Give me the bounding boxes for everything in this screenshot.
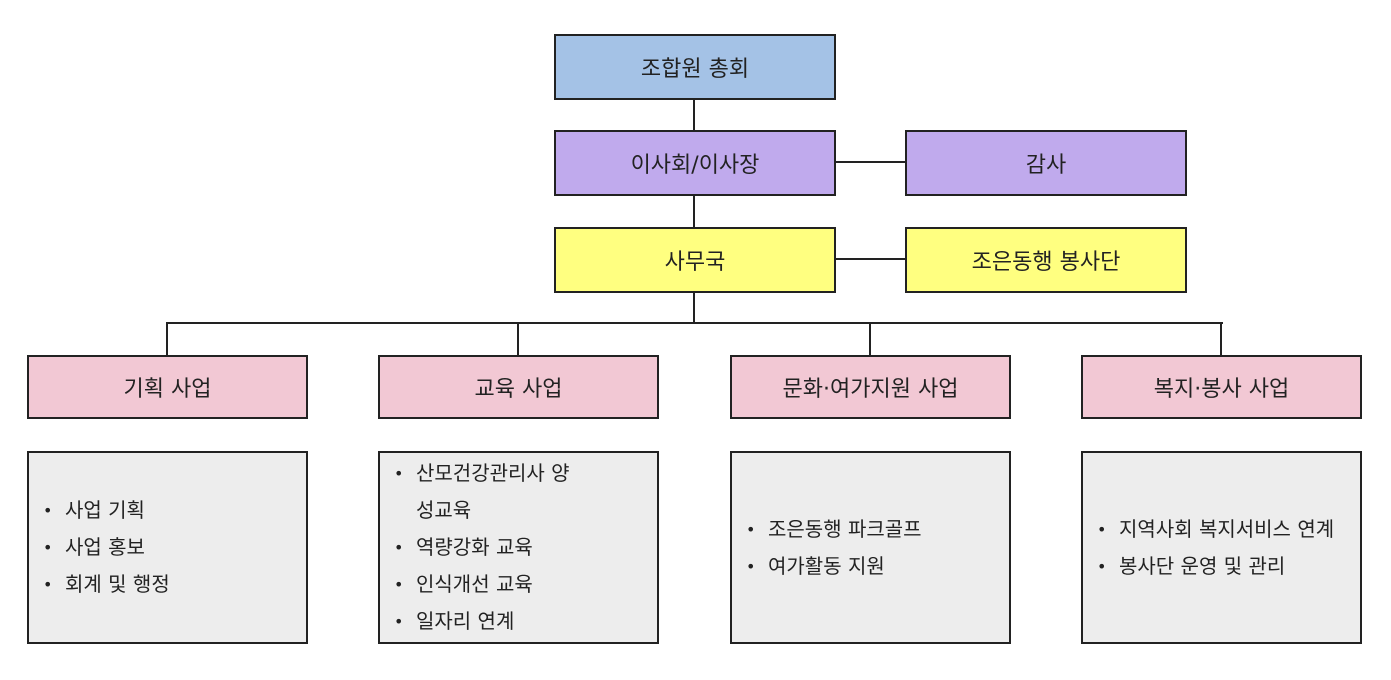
welfare-details: 지역사회 복지서비스 연계 봉사단 운영 및 관리 bbox=[1081, 451, 1362, 644]
connector bbox=[166, 322, 168, 355]
list-item: 회계 및 행정 bbox=[43, 566, 170, 603]
connector bbox=[1220, 322, 1222, 355]
education-details: 산모건강관리사 양성교육 역량강화 교육 인식개선 교육 일자리 연계 bbox=[378, 451, 659, 644]
department-planning: 기획 사업 bbox=[27, 355, 308, 419]
board-box: 이사회/이사장 bbox=[554, 130, 836, 196]
volunteer-box: 조은동행 봉사단 bbox=[905, 227, 1187, 293]
planning-details: 사업 기획 사업 홍보 회계 및 행정 bbox=[27, 451, 308, 644]
department-welfare: 복지·봉사 사업 bbox=[1081, 355, 1362, 419]
list-item: 일자리 연계 bbox=[394, 603, 584, 640]
connector bbox=[869, 322, 871, 355]
list-item: 역량강화 교육 bbox=[394, 529, 584, 566]
culture-details: 조은동행 파크골프 여가활동 지원 bbox=[730, 451, 1011, 644]
department-culture: 문화·여가지원 사업 bbox=[730, 355, 1011, 419]
list-item: 봉사단 운영 및 관리 bbox=[1097, 548, 1347, 585]
list-item: 조은동행 파크골프 bbox=[746, 511, 922, 548]
connector bbox=[835, 258, 905, 260]
secretariat-box: 사무국 bbox=[554, 227, 836, 293]
connector bbox=[835, 161, 905, 163]
audit-box: 감사 bbox=[905, 130, 1187, 196]
list-item: 인식개선 교육 bbox=[394, 566, 584, 603]
connector bbox=[693, 99, 695, 130]
list-item: 사업 홍보 bbox=[43, 529, 170, 566]
connector bbox=[693, 292, 695, 323]
list-item: 산모건강관리사 양성교육 bbox=[394, 455, 584, 529]
connector bbox=[693, 195, 695, 227]
department-education: 교육 사업 bbox=[378, 355, 659, 419]
general-assembly-box: 조합원 총회 bbox=[554, 34, 836, 100]
connector bbox=[517, 322, 519, 355]
list-item: 지역사회 복지서비스 연계 bbox=[1097, 511, 1347, 548]
list-item: 사업 기획 bbox=[43, 492, 170, 529]
connector bbox=[166, 322, 1223, 324]
list-item: 여가활동 지원 bbox=[746, 548, 922, 585]
